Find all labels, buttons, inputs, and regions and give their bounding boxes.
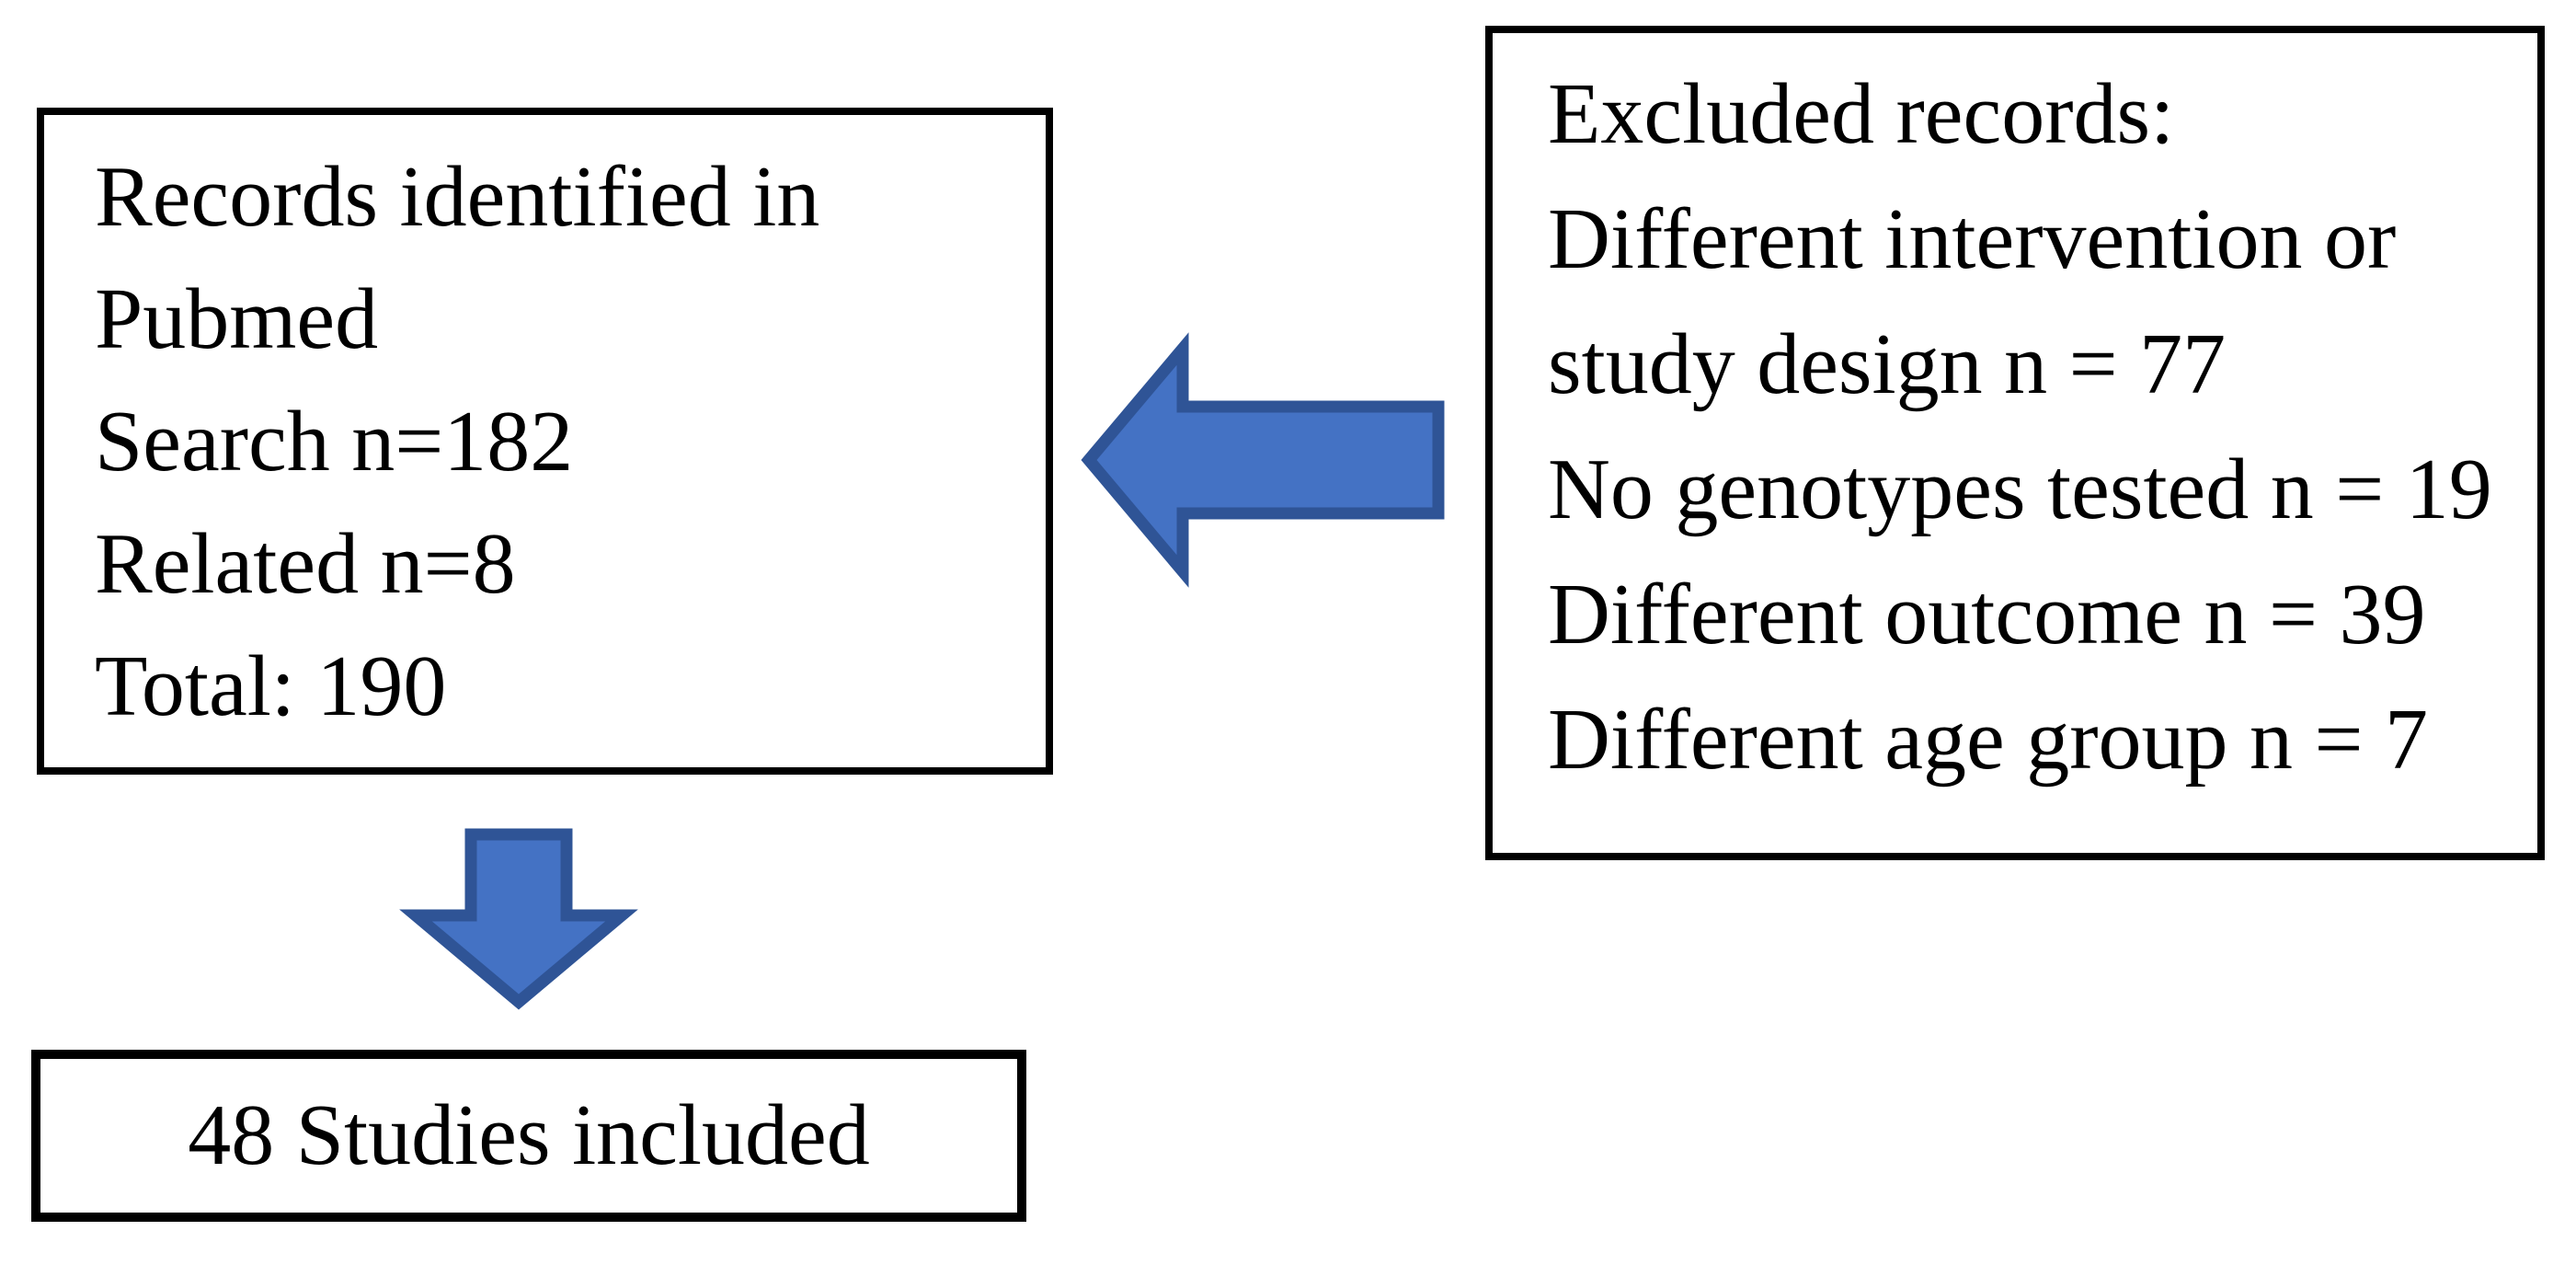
included-label: 48 Studies included bbox=[188, 1087, 870, 1183]
records-line-4: Related n=8 bbox=[95, 516, 516, 612]
excluded-line-1: Excluded records: bbox=[1548, 66, 2175, 162]
records-line-2: Pubmed bbox=[95, 271, 379, 367]
records-line-5: Total: 190 bbox=[95, 638, 447, 734]
excluded-line-3: study design n = 77 bbox=[1548, 316, 2227, 412]
excluded-line-2: Different intervention or bbox=[1548, 191, 2397, 287]
excluded-line-5: Different outcome n = 39 bbox=[1548, 567, 2426, 662]
records-line-3: Search n=182 bbox=[95, 394, 574, 489]
studies-included-box: 48 Studies included bbox=[31, 1050, 1026, 1222]
excluded-records-box: Excluded records: Different intervention… bbox=[1485, 26, 2545, 860]
excluded-line-4: No genotypes tested n = 19 bbox=[1548, 442, 2492, 537]
arrow-down-icon bbox=[399, 828, 638, 1010]
excluded-line-6: Different age group n = 7 bbox=[1548, 692, 2429, 788]
records-identified-box: Records identified in Pubmed Search n=18… bbox=[37, 108, 1053, 775]
records-line-1: Records identified in bbox=[95, 149, 820, 245]
arrow-left-icon bbox=[1081, 332, 1445, 588]
